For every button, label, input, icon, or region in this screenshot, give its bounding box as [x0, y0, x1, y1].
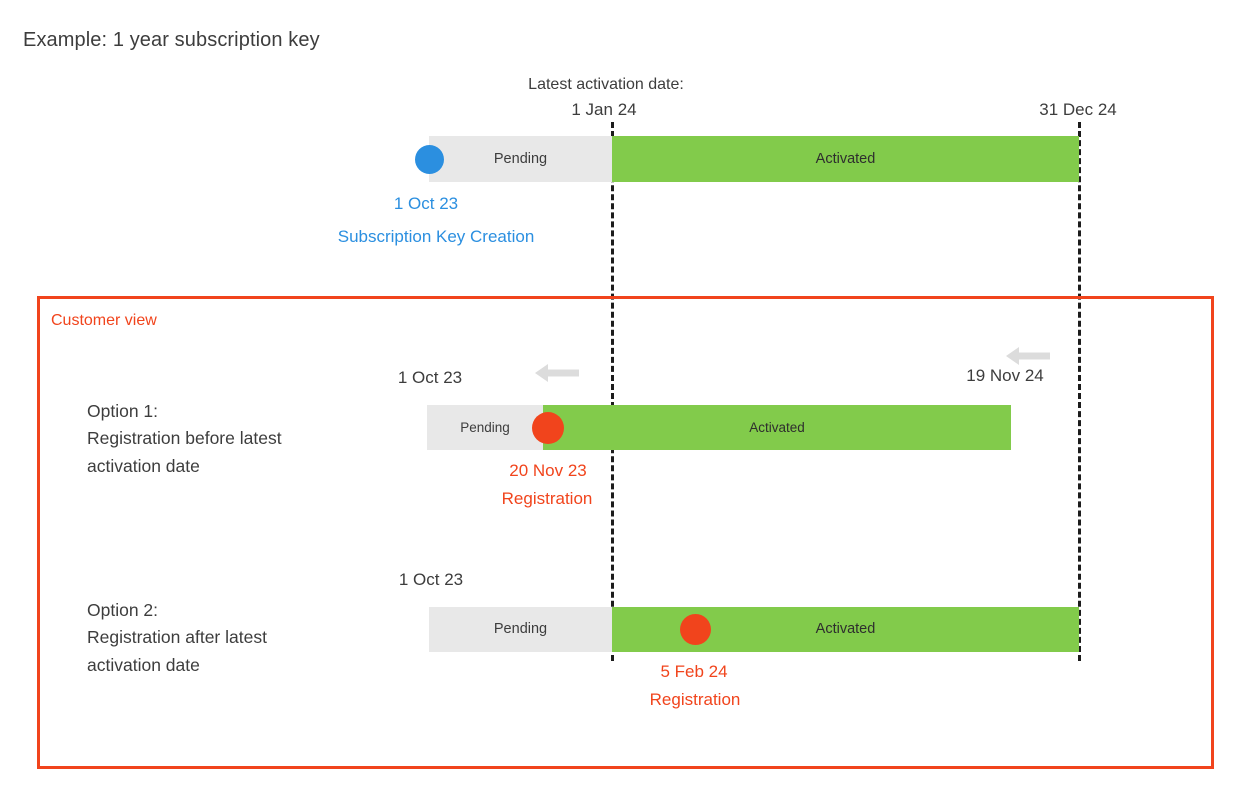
- track1-pending-bar[interactable]: Pending: [429, 136, 612, 182]
- option-1-event-date-label: 20 Nov 23: [509, 461, 587, 480]
- latest-activation-marker-line: [611, 122, 614, 661]
- arrow-left-icon: [535, 362, 579, 384]
- option-1-description: Registration before latest activation da…: [87, 428, 282, 476]
- track1-pending-label: Pending: [493, 150, 548, 167]
- customer-view-title: Customer view: [51, 312, 157, 329]
- option-2-registration-dot[interactable]: [680, 614, 711, 645]
- option-2-pending-label: Pending: [493, 621, 548, 638]
- arrow-left-icon-2: [1006, 345, 1050, 367]
- creation-caption-label: Subscription Key Creation: [337, 227, 535, 246]
- option-1-registration-dot[interactable]: [532, 412, 564, 444]
- option-2-event-label: Registration: [649, 690, 741, 709]
- option-1-event-label: Registration: [501, 489, 593, 508]
- option-2-activated-label: Activated: [815, 621, 876, 638]
- track1-activated-label: Activated: [815, 150, 876, 167]
- option-1-start-date-label: 1 Oct 23: [397, 368, 463, 387]
- option-1-pending-bar[interactable]: Pending: [427, 405, 543, 450]
- option-2-heading: Option 2:: [87, 600, 159, 620]
- option-2-pending-bar[interactable]: Pending: [429, 607, 612, 652]
- option-1-heading: Option 1:: [87, 401, 159, 421]
- track1-activated-bar[interactable]: Activated: [612, 136, 1079, 182]
- end-date-marker-line: [1078, 122, 1081, 661]
- option-2-start-date-label: 1 Oct 23: [398, 570, 464, 589]
- page-title: Example: 1 year subscription key: [23, 29, 320, 51]
- creation-date-label: 1 Oct 23: [393, 194, 459, 213]
- latest-activation-date-label: 1 Jan 24: [571, 100, 637, 119]
- option-1-activated-bar[interactable]: Activated: [543, 405, 1011, 450]
- option-1-end-date-label: 19 Nov 24: [966, 366, 1044, 385]
- customer-view-box: [37, 296, 1214, 769]
- subscription-key-creation-dot[interactable]: [415, 145, 444, 174]
- option-2-description: Registration after latest activation dat…: [87, 627, 267, 675]
- option-1-activated-label: Activated: [749, 419, 805, 435]
- latest-activation-caption: Latest activation date:: [528, 76, 684, 93]
- end-date-label: 31 Dec 24: [1039, 100, 1117, 119]
- option-1-pending-label: Pending: [460, 419, 510, 435]
- option-2-event-date-label: 5 Feb 24: [660, 662, 728, 681]
